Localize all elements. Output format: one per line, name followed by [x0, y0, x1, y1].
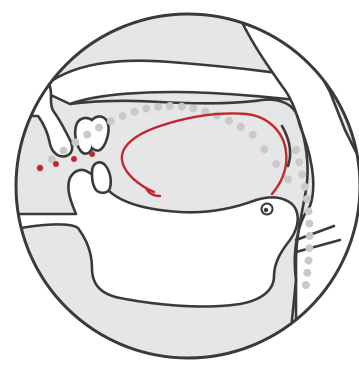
airflow-dot [60, 147, 68, 155]
airflow-dot [295, 158, 303, 166]
airflow-dot [237, 123, 245, 131]
airflow-dot [305, 220, 313, 228]
airflow-dot [303, 195, 311, 203]
airflow-dot [272, 160, 280, 168]
airflow-dot [142, 105, 150, 113]
airflow-dot [83, 131, 91, 139]
airflow-dot [166, 102, 174, 110]
airflow-dot [107, 117, 115, 125]
airflow-dot [154, 103, 162, 111]
airflow-dot [301, 183, 309, 191]
hyoid-marker-inner [264, 208, 268, 212]
airflow-dot [131, 108, 139, 116]
airflow-dot [298, 171, 306, 179]
airflow-dot [305, 207, 313, 215]
contact-dot [89, 151, 95, 157]
airflow-dot [95, 124, 103, 132]
airflow-dot [302, 281, 310, 289]
airflow-dot [119, 112, 127, 120]
airflow-dot [303, 269, 311, 277]
contact-dot [53, 161, 59, 167]
airflow-dot [178, 103, 186, 111]
airflow-dot [190, 104, 198, 112]
airflow-dot [249, 131, 257, 139]
airflow-dot [305, 244, 313, 252]
airflow-dot [71, 138, 79, 146]
airflow-dot [306, 232, 314, 240]
airflow-dot [292, 146, 300, 154]
airflow-dot [225, 117, 233, 125]
lower-incisor [92, 162, 111, 192]
contact-dot [71, 156, 77, 162]
airflow-dot [260, 145, 268, 153]
airflow-dot [305, 257, 313, 265]
airflow-dot [284, 175, 292, 183]
contact-dot [37, 165, 43, 171]
